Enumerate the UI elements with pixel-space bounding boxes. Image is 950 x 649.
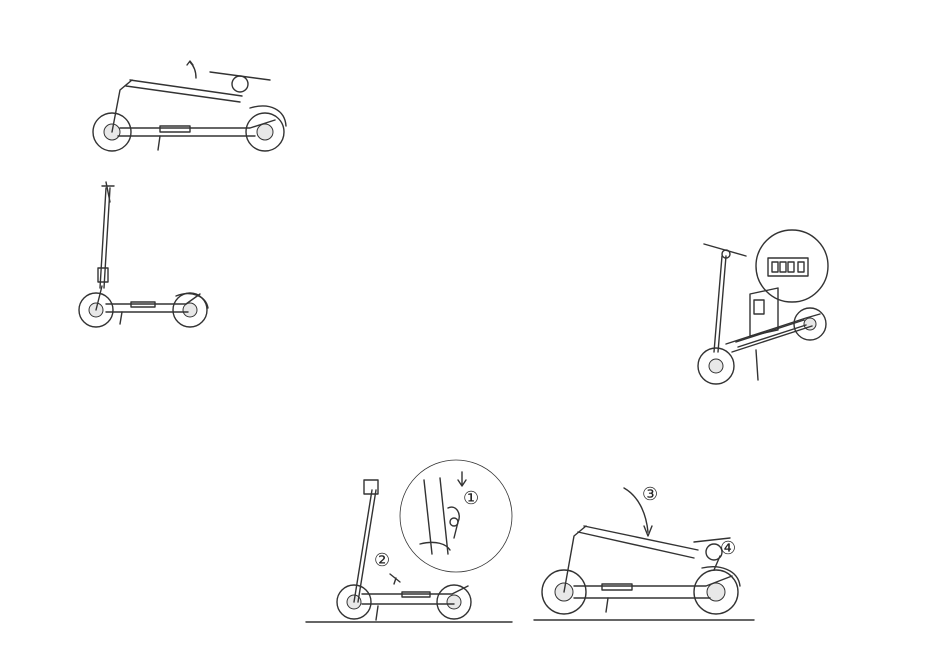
figure-scooter-fold-steps: ③ ④	[534, 476, 756, 626]
callout-step-3: ③	[642, 484, 658, 505]
callout-step-2: ②	[374, 550, 390, 571]
callout-step-1: ①	[463, 488, 479, 509]
figure-scooter-display	[696, 234, 836, 394]
figure-scooter-latch: ① ②	[306, 466, 514, 626]
figure-scooter-folding	[90, 50, 300, 160]
figure-scooter-upright	[76, 178, 216, 338]
callout-step-4: ④	[720, 538, 736, 559]
